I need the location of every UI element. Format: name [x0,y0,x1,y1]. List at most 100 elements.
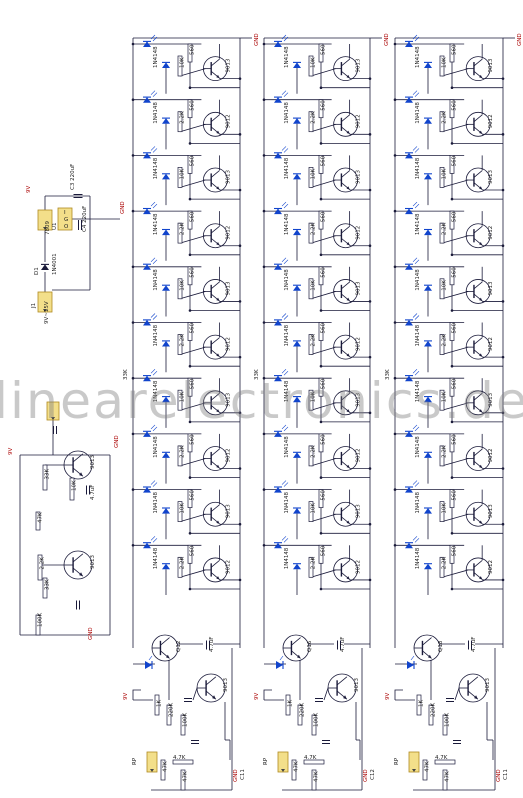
resistor-value: 10K [311,168,317,179]
diode-part: 1N4001 [52,253,58,275]
junction-dot [368,244,372,248]
diode [293,508,301,514]
regulator-body [57,207,73,231]
capacitor-label: 4.7uF [471,637,477,652]
resistor [416,694,422,716]
wire [441,123,469,133]
transistor-arrow [216,130,220,134]
resistor [449,155,455,174]
diode [424,62,432,68]
transistor-collector [341,392,351,401]
junction-dot [131,154,135,157]
junction-dot [368,467,372,470]
led-ray [150,424,156,430]
junction-dot [238,522,242,526]
led-ray [414,92,420,97]
transistor-collector [210,58,220,67]
diode [162,62,170,68]
transistor-collector [473,392,483,401]
junction-dot [188,197,192,201]
resistor [160,759,166,781]
junction-dot [450,364,454,368]
diode [162,508,170,514]
junction-dot [131,432,135,436]
transistor-arrow [216,576,220,580]
resistor [449,322,455,341]
junction-dot [368,77,372,80]
resistor-value: 2.2K [311,111,317,124]
transistor-arrow [79,572,83,577]
resistor-value: 560 [190,378,196,389]
resistor [318,322,324,341]
junction-dot [393,265,397,269]
transistor-arrow [428,654,432,659]
resistor [42,464,48,491]
resistor [442,769,448,791]
ground-label: GND [517,33,523,46]
led-ray [414,370,420,376]
led [276,661,283,669]
resistor [303,759,325,765]
junction-dot [450,197,454,201]
resistor-value: 1K [288,700,294,707]
regulator-pin-in: I [64,210,66,216]
led-label: 1N4148 [284,46,290,68]
transistor-arrow [79,472,83,477]
transistor-arrow [346,130,350,134]
junction-dot [262,42,266,46]
led-ray [412,313,418,318]
transistor-collector [473,504,483,512]
capacitor-label: 4.7uF [209,637,215,652]
transistor-collector [210,504,220,512]
resistor-value: 33K [45,579,51,590]
resistor [177,55,183,77]
resistor-value: 220K [431,703,437,717]
resistor [177,111,183,133]
led-ray [412,201,418,207]
led-ray [150,201,156,207]
led-ray [152,148,158,153]
junction-dot [188,420,192,424]
transistor-label: 9013 [356,281,362,295]
resistor-value: 4.7K [304,755,317,761]
connector-pin [43,227,47,230]
wire [394,689,403,700]
led-ray [152,315,158,320]
led-label: 1N4148 [153,46,159,68]
resistor [311,769,317,791]
vcc-label: 9V [8,448,14,455]
transistor-label: 9012 [488,449,494,463]
led-ray [152,92,158,97]
diode [143,487,151,493]
resistor-value: 560 [452,267,458,278]
junction-dot [262,432,266,436]
transistor-arrow [479,297,483,302]
resistor [154,694,160,716]
led-label: 1N4148 [415,213,421,235]
diode [293,118,301,124]
diode [162,229,170,236]
resistor [449,377,455,397]
led-label: 1N4148 [415,102,421,124]
resistor-value: 560 [321,378,327,389]
transistor-collector [72,453,84,463]
junction-dot [393,432,397,436]
led-ray [414,203,420,209]
junction-dot [450,253,454,257]
diode [143,542,151,549]
resistor [439,111,445,133]
led-ray [283,426,289,432]
diode [274,152,282,159]
junction-dot [238,77,242,80]
diode [162,118,170,124]
diode [424,563,432,570]
diode [293,62,301,68]
wire [179,235,206,244]
transistor-label: 9012 [356,337,362,351]
junction-dot [262,544,266,547]
transistor-collector [210,170,220,178]
junction-dot [262,265,266,269]
junction-dot [319,364,323,368]
junction-dot [393,42,397,46]
resistor [318,377,324,397]
